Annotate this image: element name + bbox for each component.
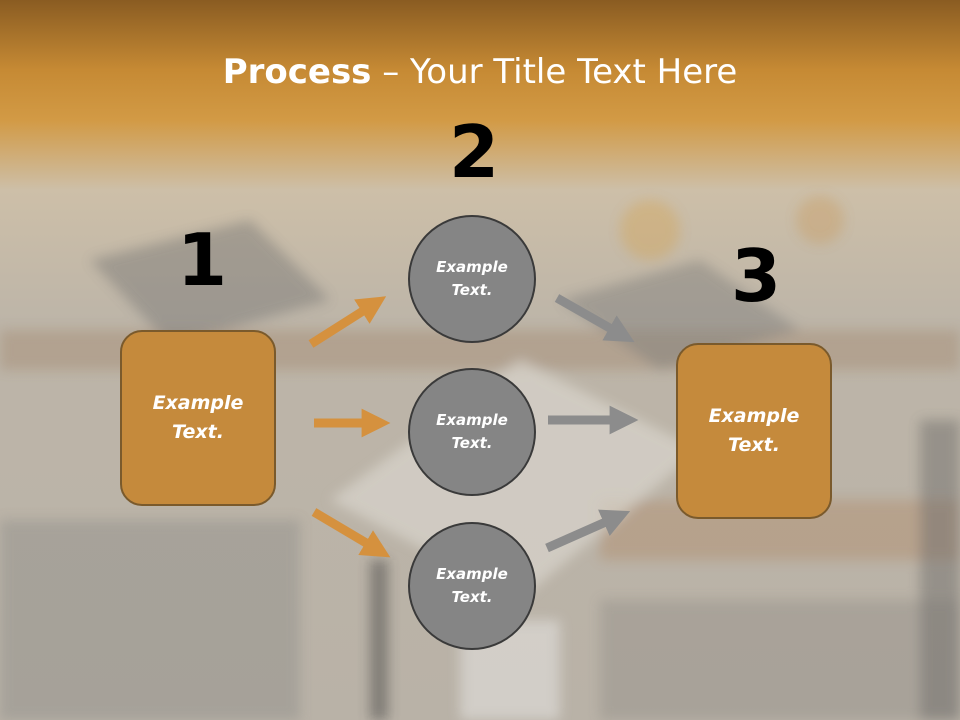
arrow-top-to-right xyxy=(554,294,635,343)
right-box-line2: Text. xyxy=(728,434,780,456)
left-box-line1: Example xyxy=(152,392,244,414)
arrow-left-to-bottom xyxy=(311,508,391,558)
arrow-left-to-top xyxy=(308,296,387,348)
step-number-1: 1 xyxy=(177,218,228,302)
title-rest: – Your Title Text Here xyxy=(371,52,738,92)
arrow-bottom-to-right xyxy=(545,509,631,553)
circle-bottom-line2: Text. xyxy=(451,588,493,606)
circle-middle-line1: Example xyxy=(436,411,508,429)
circle-top-line2: Text. xyxy=(451,281,493,299)
circle-bottom-line1: Example xyxy=(436,565,508,583)
step-number-2: 2 xyxy=(449,110,500,194)
left-box-line2: Text. xyxy=(172,421,224,443)
title-bold: Process xyxy=(222,52,372,92)
circle-top-line1: Example xyxy=(436,258,508,276)
slide-title: Process – Your Title Text Here xyxy=(0,52,960,92)
step-number-3: 3 xyxy=(731,234,782,318)
circle-middle-line2: Text. xyxy=(451,434,493,452)
right-box-line1: Example xyxy=(708,405,800,427)
